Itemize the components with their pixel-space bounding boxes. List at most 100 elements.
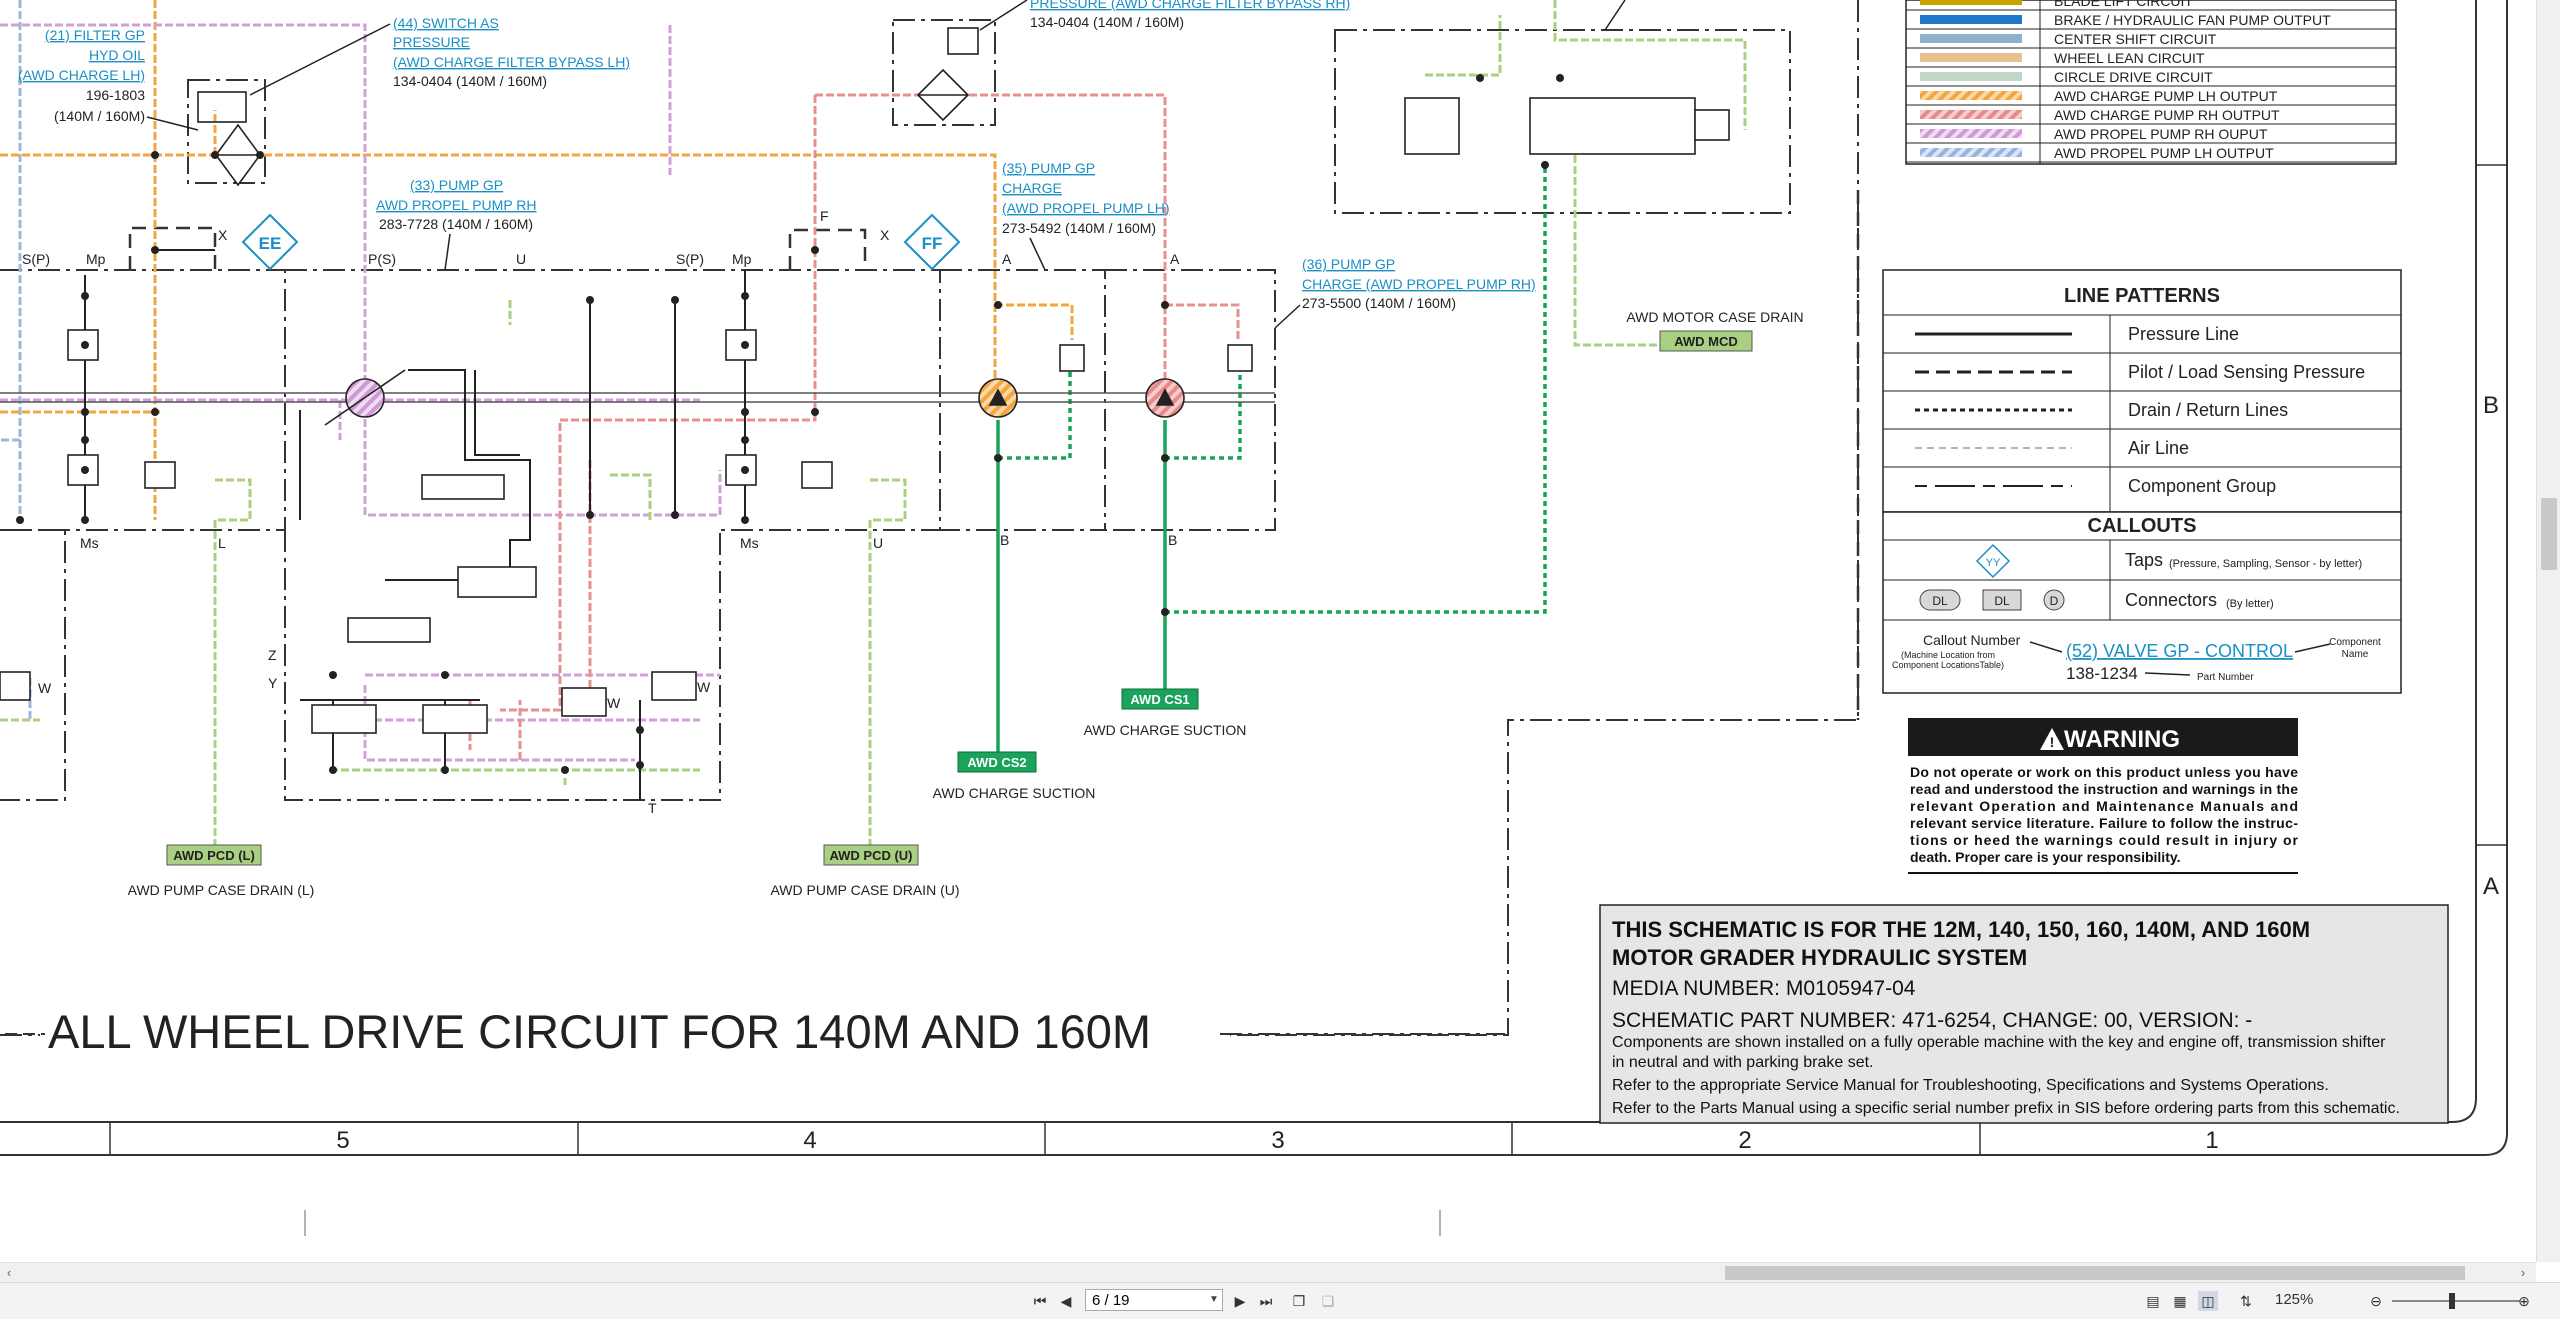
svg-text:Mp: Mp [732, 251, 752, 267]
svg-text:D: D [2050, 594, 2059, 608]
legend-circuit-label: CENTER SHIFT CIRCUIT [2054, 31, 2217, 47]
callout-switch-rh[interactable]: PRESSURE (AWD CHARGE FILTER BYPASS RH) 1… [979, 0, 1350, 31]
legend-circuit-label: AWD PROPEL PUMP LH OUTPUT [2054, 145, 2274, 161]
tap-ff[interactable]: FF [903, 213, 961, 271]
drawing-frame [0, 0, 2508, 1236]
callout-filter-hyd-oil[interactable]: (21) FILTER GP HYD OIL (AWD CHARGE LH) 1… [18, 27, 199, 131]
legend-swatch [1920, 148, 2022, 157]
svg-text:(By letter): (By letter) [2226, 598, 2274, 610]
previous-page-icon[interactable]: ◀ [1060, 1293, 1072, 1309]
svg-text:Name: Name [2342, 649, 2369, 660]
junction-dots [16, 74, 1564, 774]
svg-text:Components are shown installed: Components are shown installed on a full… [1612, 1034, 2386, 1051]
circuit-title: ALL WHEEL DRIVE CIRCUIT FOR 140M AND 160… [48, 1005, 1151, 1058]
callout-pump-33[interactable]: (33) PUMP GP AWD PROPEL PUMP RH 283-7728… [376, 177, 537, 271]
grid-labels: 5 4 3 2 1 B A [336, 392, 2499, 1154]
svg-text:AWD CS1: AWD CS1 [1130, 692, 1189, 707]
callout-pump-36[interactable]: (36) PUMP GP CHARGE (AWD PROPEL PUMP RH)… [1274, 256, 1536, 329]
callout-example: (52) VALVE GP - CONTROL [2066, 641, 2293, 661]
svg-text:AWD PCD (U): AWD PCD (U) [829, 848, 912, 863]
legend-circuit-label: WHEEL LEAN CIRCUIT [2054, 50, 2205, 66]
connector-awd-mcd[interactable]: AWD MOTOR CASE DRAIN AWD MCD [1626, 309, 1804, 352]
svg-text:(140M / 160M): (140M / 160M) [54, 108, 145, 124]
svg-text:Mp: Mp [86, 251, 106, 267]
next-page-icon[interactable]: ▶ [1234, 1293, 1246, 1309]
line-pattern-component-group: Component Group [2128, 476, 2276, 496]
title-block-line2: MOTOR GRADER HYDRAULIC SYSTEM [1612, 945, 2027, 970]
svg-text:A: A [1170, 251, 1180, 267]
group-outlines [128, 190, 1860, 720]
grid-col-1: 1 [2205, 1127, 2218, 1154]
zoom-out-icon[interactable]: ⊖ [2370, 1293, 2382, 1309]
svg-text:AWD CHARGE SUCTION: AWD CHARGE SUCTION [933, 785, 1096, 801]
vertical-scrollbar-thumb[interactable] [2541, 498, 2557, 570]
pressure-switch-symbol [197, 91, 247, 123]
connector-awd-cs2[interactable]: AWD CS2 AWD CHARGE SUCTION [933, 751, 1096, 801]
svg-text:W: W [607, 695, 621, 711]
svg-text:PRESSURE: PRESSURE [393, 34, 470, 50]
svg-text:tions or heed the warnings cou: tions or heed the warnings could result … [1910, 832, 2299, 848]
two-page-icon[interactable]: ◫ [2198, 1291, 2218, 1311]
svg-text:(44) SWITCH AS: (44) SWITCH AS [393, 15, 499, 31]
svg-text:!: ! [2050, 734, 2055, 750]
fit-width-icon[interactable]: ⇅ [2240, 1293, 2252, 1309]
svg-text:relevant Operation and Mainten: relevant Operation and Maintenance Manua… [1910, 798, 2298, 814]
svg-text:(AWD PROPEL PUMP LH): (AWD PROPEL PUMP LH) [1002, 200, 1170, 216]
svg-text:T: T [648, 800, 657, 816]
connector-awd-pcd-l[interactable]: AWD PCD (L) AWD PUMP CASE DRAIN (L) [128, 844, 315, 898]
svg-text:CHARGE (AWD PROPEL PUMP RH): CHARGE (AWD PROPEL PUMP RH) [1302, 276, 1536, 292]
zoom-slider-knob[interactable] [2449, 1293, 2456, 1309]
svg-text:134-0404 (140M / 160M): 134-0404 (140M / 160M) [393, 73, 547, 89]
components [0, 27, 1730, 734]
callout-switch-44[interactable]: (44) SWITCH AS PRESSURE (AWD CHARGE FILT… [249, 15, 630, 96]
grid-col-4: 4 [803, 1127, 816, 1154]
svg-text:AWD CHARGE SUCTION: AWD CHARGE SUCTION [1084, 722, 1247, 738]
callouts-title: CALLOUTS [2088, 515, 2197, 537]
scroll-right-icon[interactable]: › [2520, 1265, 2526, 1280]
svg-text:(36) PUMP GP: (36) PUMP GP [1302, 256, 1395, 272]
svg-text:B: B [1000, 532, 1009, 548]
zoom-in-icon[interactable]: ⊕ [2518, 1293, 2530, 1309]
connector-awd-pcd-u[interactable]: AWD PCD (U) AWD PUMP CASE DRAIN (U) [770, 844, 960, 898]
view-options-icon[interactable]: ❐ [1292, 1293, 1306, 1309]
svg-text:S(P): S(P) [676, 251, 704, 267]
callouts-legend: CALLOUTS YY Taps (Pressure, Sampling, Se… [1882, 511, 2402, 694]
tap-ee[interactable]: EE [241, 213, 299, 271]
scroll-left-icon[interactable]: ‹ [6, 1265, 12, 1280]
zoom-slider[interactable] [2392, 1300, 2520, 1302]
svg-text:283-7728 (140M / 160M): 283-7728 (140M / 160M) [379, 216, 533, 232]
svg-text:196-1803: 196-1803 [86, 87, 145, 103]
first-page-icon[interactable]: ⏮ [1033, 1293, 1047, 1309]
horizontal-scrollbar[interactable]: ‹ › [0, 1262, 2536, 1283]
svg-text:U: U [873, 535, 883, 551]
svg-text:Refer to the appropriate Servi: Refer to the appropriate Service Manual … [1612, 1077, 2329, 1094]
legend-circuit-label: BLADE LIFT CIRCUIT [2054, 0, 2193, 9]
svg-text:X: X [218, 227, 228, 243]
view-toggle-icon[interactable]: ❏ [1321, 1293, 1335, 1309]
circuit-lines [0, 0, 1747, 860]
page-dropdown-icon[interactable]: ▼ [1209, 1294, 1219, 1305]
svg-text:(Pressure, Sampling, Sensor -: (Pressure, Sampling, Sensor - by letter) [2169, 558, 2362, 570]
svg-text:W: W [38, 680, 52, 696]
document-viewport[interactable]: 5 4 3 2 1 B A [0, 0, 2536, 1262]
last-page-icon[interactable]: ⏭ [1259, 1293, 1273, 1309]
zoom-level[interactable]: 125% [2275, 1291, 2314, 1308]
legend-circuit-label: CIRCLE DRIVE CIRCUIT [2054, 69, 2213, 85]
svg-text:B: B [1168, 532, 1177, 548]
legend-circuit-label: AWD CHARGE PUMP RH OUTPUT [2054, 107, 2280, 123]
page-number-input[interactable] [1085, 1289, 1223, 1311]
line-pattern-pilot: Pilot / Load Sensing Pressure [2128, 362, 2365, 382]
svg-text:AWD PROPEL PUMP RH: AWD PROPEL PUMP RH [376, 197, 537, 213]
connector-awd-cs1[interactable]: AWD CS1 AWD CHARGE SUCTION [1084, 688, 1247, 738]
vertical-scrollbar[interactable] [2536, 0, 2560, 1262]
single-page-icon[interactable]: ▤ [2146, 1293, 2160, 1309]
warning-icon [2040, 728, 2064, 750]
svg-text:PRESSURE (AWD CHARGE FILTER BY: PRESSURE (AWD CHARGE FILTER BYPASS RH) [1030, 0, 1350, 11]
legend-swatch [1920, 91, 2022, 100]
svg-text:relevant service literature. F: relevant service literature. Failure to … [1910, 815, 2298, 831]
tap-ff-label: FF [922, 234, 943, 253]
callout-pump-35[interactable]: (35) PUMP GP CHARGE (AWD PROPEL PUMP LH)… [1002, 160, 1170, 271]
continuous-page-icon[interactable]: ▦ [2173, 1293, 2187, 1309]
horizontal-scrollbar-thumb[interactable] [1725, 1266, 2465, 1280]
svg-text:(AWD CHARGE FILTER BYPASS LH): (AWD CHARGE FILTER BYPASS LH) [393, 54, 630, 70]
